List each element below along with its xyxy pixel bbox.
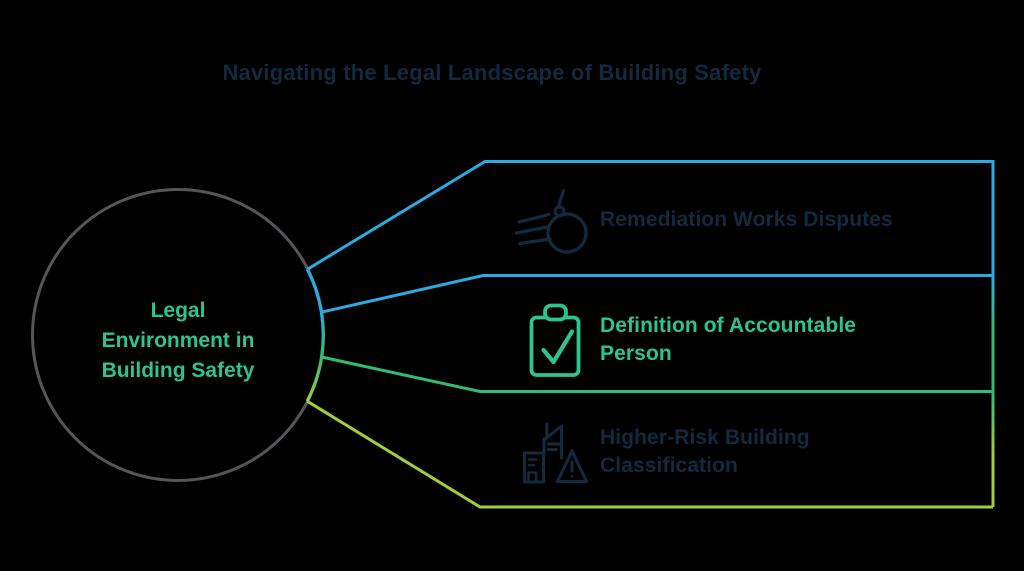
building-warning-icon — [523, 422, 589, 484]
branch-3-line-1: Higher-Risk Building — [600, 426, 810, 449]
branch-divider-top — [321, 274, 993, 314]
branch-label-remediation-works-disputes: Remediation Works Disputes — [600, 206, 893, 234]
branch-divider-bottom — [321, 355, 993, 393]
center-node-label: Legal Environment in Building Safety — [48, 296, 308, 386]
center-label-line-3: Building Safety — [101, 359, 255, 382]
branch-3-outline — [306, 399, 993, 509]
rim-arc-green-yellow — [305, 356, 324, 402]
branch-1-line-1: Remediation Works Disputes — [600, 208, 893, 231]
center-label-line-2: Environment in — [101, 329, 255, 352]
center-label-line-1: Legal — [150, 299, 206, 322]
clipboard-check-icon — [529, 303, 581, 377]
branch-1-outline — [306, 160, 995, 276]
branch-label-higher-risk-building-classification: Higher-Risk Building Classification — [600, 424, 810, 480]
rim-arc-blue-green — [319, 311, 325, 358]
branch-label-definition-of-accountable-person: Definition of Accountable Person — [600, 312, 856, 368]
rim-arc-blue — [305, 268, 323, 313]
diagram-title: Navigating the Legal Landscape of Buildi… — [222, 60, 762, 85]
branch-2-line-1: Definition of Accountable — [600, 314, 857, 337]
branch-3-line-2: Classification — [600, 454, 738, 477]
wrecking-ball-icon — [514, 188, 588, 254]
branch-2-line-2: Person — [600, 342, 672, 365]
